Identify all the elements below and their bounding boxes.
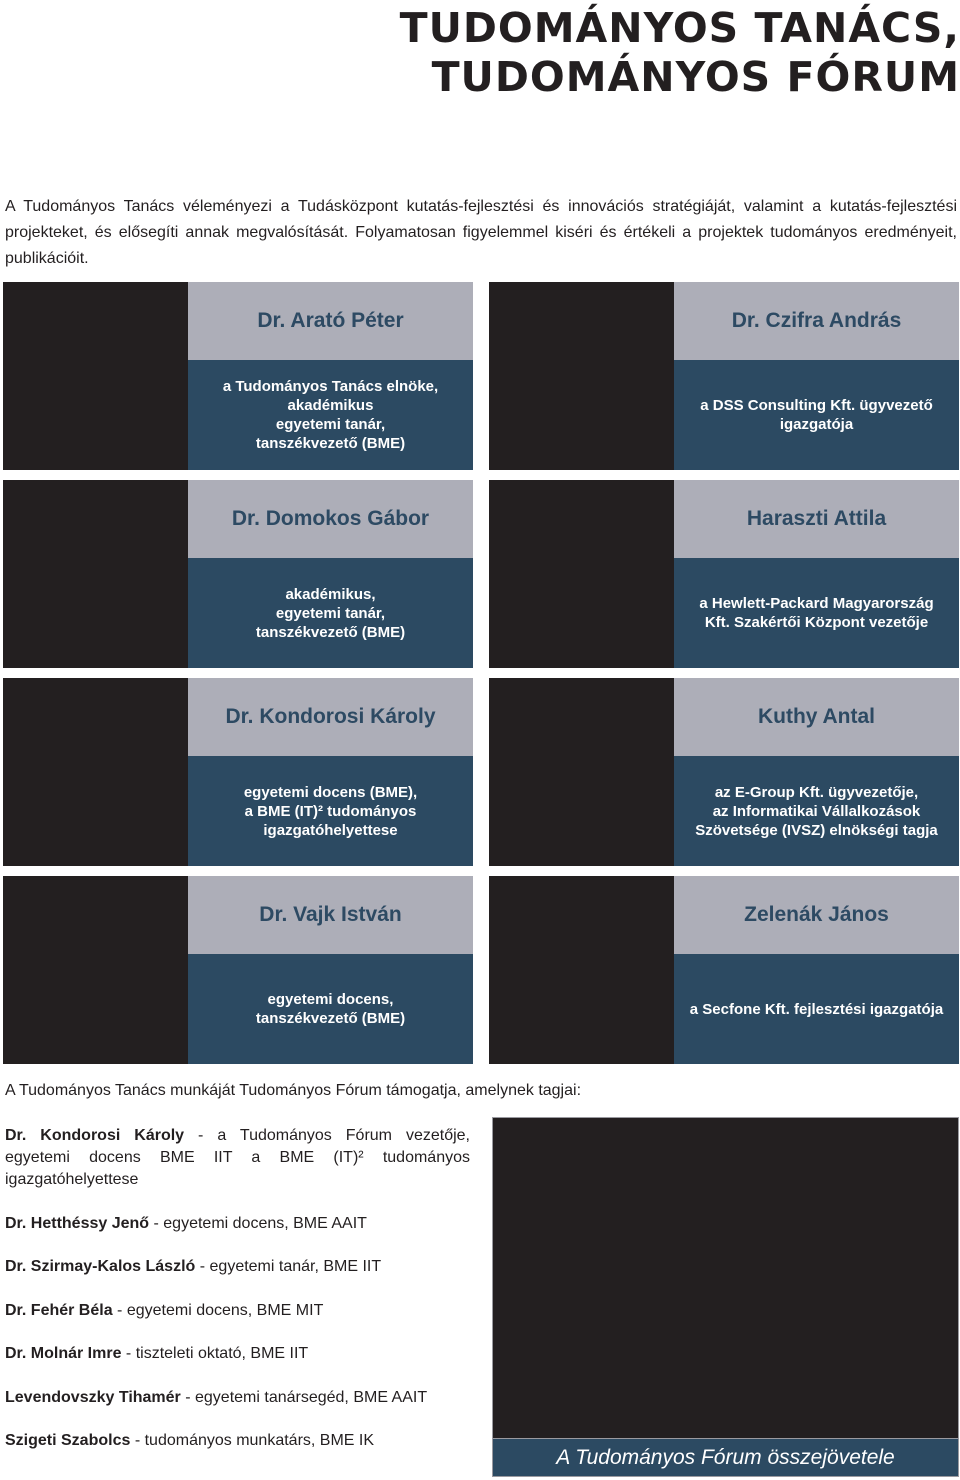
council-card: Dr. Kondorosi Károly egyetemi docens (BM…: [3, 678, 473, 866]
council-card: Dr. Domokos Gábor akadémikus, egyetemi t…: [3, 480, 473, 668]
portrait-photo: [489, 480, 674, 668]
portrait-photo: [489, 678, 674, 866]
council-card: Dr. Arató Péter a Tudományos Tanács elnö…: [3, 282, 473, 470]
member-name: Dr. Czifra András: [674, 282, 959, 360]
member-role: egyetemi docens (BME), a BME (IT)² tudom…: [188, 756, 473, 866]
forum-photo-caption: A Tudományos Fórum összejövetele: [492, 1438, 959, 1477]
member-role: egyetemi docens, tanszékvezető (BME): [188, 954, 473, 1064]
forum-intro: A Tudományos Tanács munkáját Tudományos …: [5, 1082, 582, 1099]
list-item: Szigeti Szabolcs - tudományos munkatárs,…: [5, 1430, 470, 1452]
intro-paragraph: A Tudományos Tanács véleményezi a Tudásk…: [5, 198, 957, 267]
list-item: Dr. Kondorosi Károly - a Tudományos Fóru…: [5, 1125, 470, 1191]
member-name: Dr. Domokos Gábor: [188, 480, 473, 558]
portrait-photo: [3, 480, 188, 668]
member-name: Zelenák János: [674, 876, 959, 954]
forum-member-name: Dr. Szirmay-Kalos László: [5, 1258, 196, 1275]
forum-member-list: Dr. Kondorosi Károly - a Tudományos Fóru…: [5, 1125, 470, 1474]
forum-member-desc: - egyetemi docens, BME MIT: [112, 1301, 324, 1319]
list-item: Levendovszky Tihamér - egyetemi tanárseg…: [5, 1387, 470, 1409]
portrait-photo: [3, 678, 188, 866]
council-card: Zelenák János a Secfone Kft. fejlesztési…: [489, 876, 959, 1064]
page-title-line-2: TUDOMÁNYOS FÓRUM: [431, 53, 960, 101]
forum-meeting-photo: [492, 1117, 959, 1477]
council-card: Dr. Czifra András a DSS Consulting Kft. …: [489, 282, 959, 470]
list-item: Dr. Hetthéssy Jenő - egyetemi docens, BM…: [5, 1213, 470, 1235]
forum-member-desc: - tiszteleti oktató, BME IIT: [121, 1345, 309, 1362]
member-name: Dr. Kondorosi Károly: [188, 678, 473, 756]
member-name: Kuthy Antal: [674, 678, 959, 756]
member-name: Dr. Vajk István: [188, 876, 473, 954]
list-item: Dr. Molnár Imre - tiszteleti oktató, BME…: [5, 1343, 470, 1365]
portrait-photo: [489, 282, 674, 470]
forum-member-desc: - a Tudományos Fórum vezetője, egyetemi …: [5, 1127, 471, 1188]
member-role: a Secfone Kft. fejlesztési igazgatója: [674, 954, 959, 1064]
member-role: a DSS Consulting Kft. ügyvezető igazgató…: [674, 360, 959, 470]
forum-member-name: Szigeti Szabolcs: [5, 1432, 131, 1449]
forum-member-name: Dr. Hetthéssy Jenő: [5, 1214, 150, 1232]
member-role: a Hewlett-Packard Magyarország Kft. Szak…: [674, 558, 959, 668]
forum-member-name: Dr. Molnár Imre: [5, 1345, 122, 1362]
list-item: Dr. Fehér Béla - egyetemi docens, BME MI…: [5, 1300, 470, 1322]
page-title: TUDOMÁNYOS TANÁCS, TUDOMÁNYOS FÓRUM: [200, 4, 960, 102]
member-name: Haraszti Attila: [674, 480, 959, 558]
member-role: az E-Group Kft. ügyvezetője, az Informat…: [674, 756, 959, 866]
member-role: a Tudományos Tanács elnöke, akadémikus e…: [188, 360, 473, 470]
member-name: Dr. Arató Péter: [188, 282, 473, 360]
page-title-line-1: TUDOMÁNYOS TANÁCS,: [399, 4, 960, 52]
forum-member-name: Dr. Kondorosi Károly: [5, 1127, 185, 1144]
portrait-photo: [3, 282, 188, 470]
forum-member-desc: - egyetemi docens, BME AAIT: [149, 1214, 367, 1232]
council-card: Kuthy Antal az E-Group Kft. ügyvezetője,…: [489, 678, 959, 866]
forum-member-desc: - egyetemi tanársegéd, BME AAIT: [180, 1388, 428, 1406]
forum-member-desc: - egyetemi tanár, BME IIT: [195, 1258, 382, 1275]
forum-member-desc: - tudományos munkatárs, BME IK: [130, 1432, 375, 1449]
list-item: Dr. Szirmay-Kalos László - egyetemi taná…: [5, 1256, 470, 1278]
council-card: Haraszti Attila a Hewlett-Packard Magyar…: [489, 480, 959, 668]
member-role: akadémikus, egyetemi tanár, tanszékvezet…: [188, 558, 473, 668]
portrait-photo: [489, 876, 674, 1064]
forum-member-name: Dr. Fehér Béla: [5, 1301, 113, 1319]
council-card: Dr. Vajk István egyetemi docens, tanszék…: [3, 876, 473, 1064]
forum-member-name: Levendovszky Tihamér: [5, 1388, 181, 1406]
portrait-photo: [3, 876, 188, 1064]
